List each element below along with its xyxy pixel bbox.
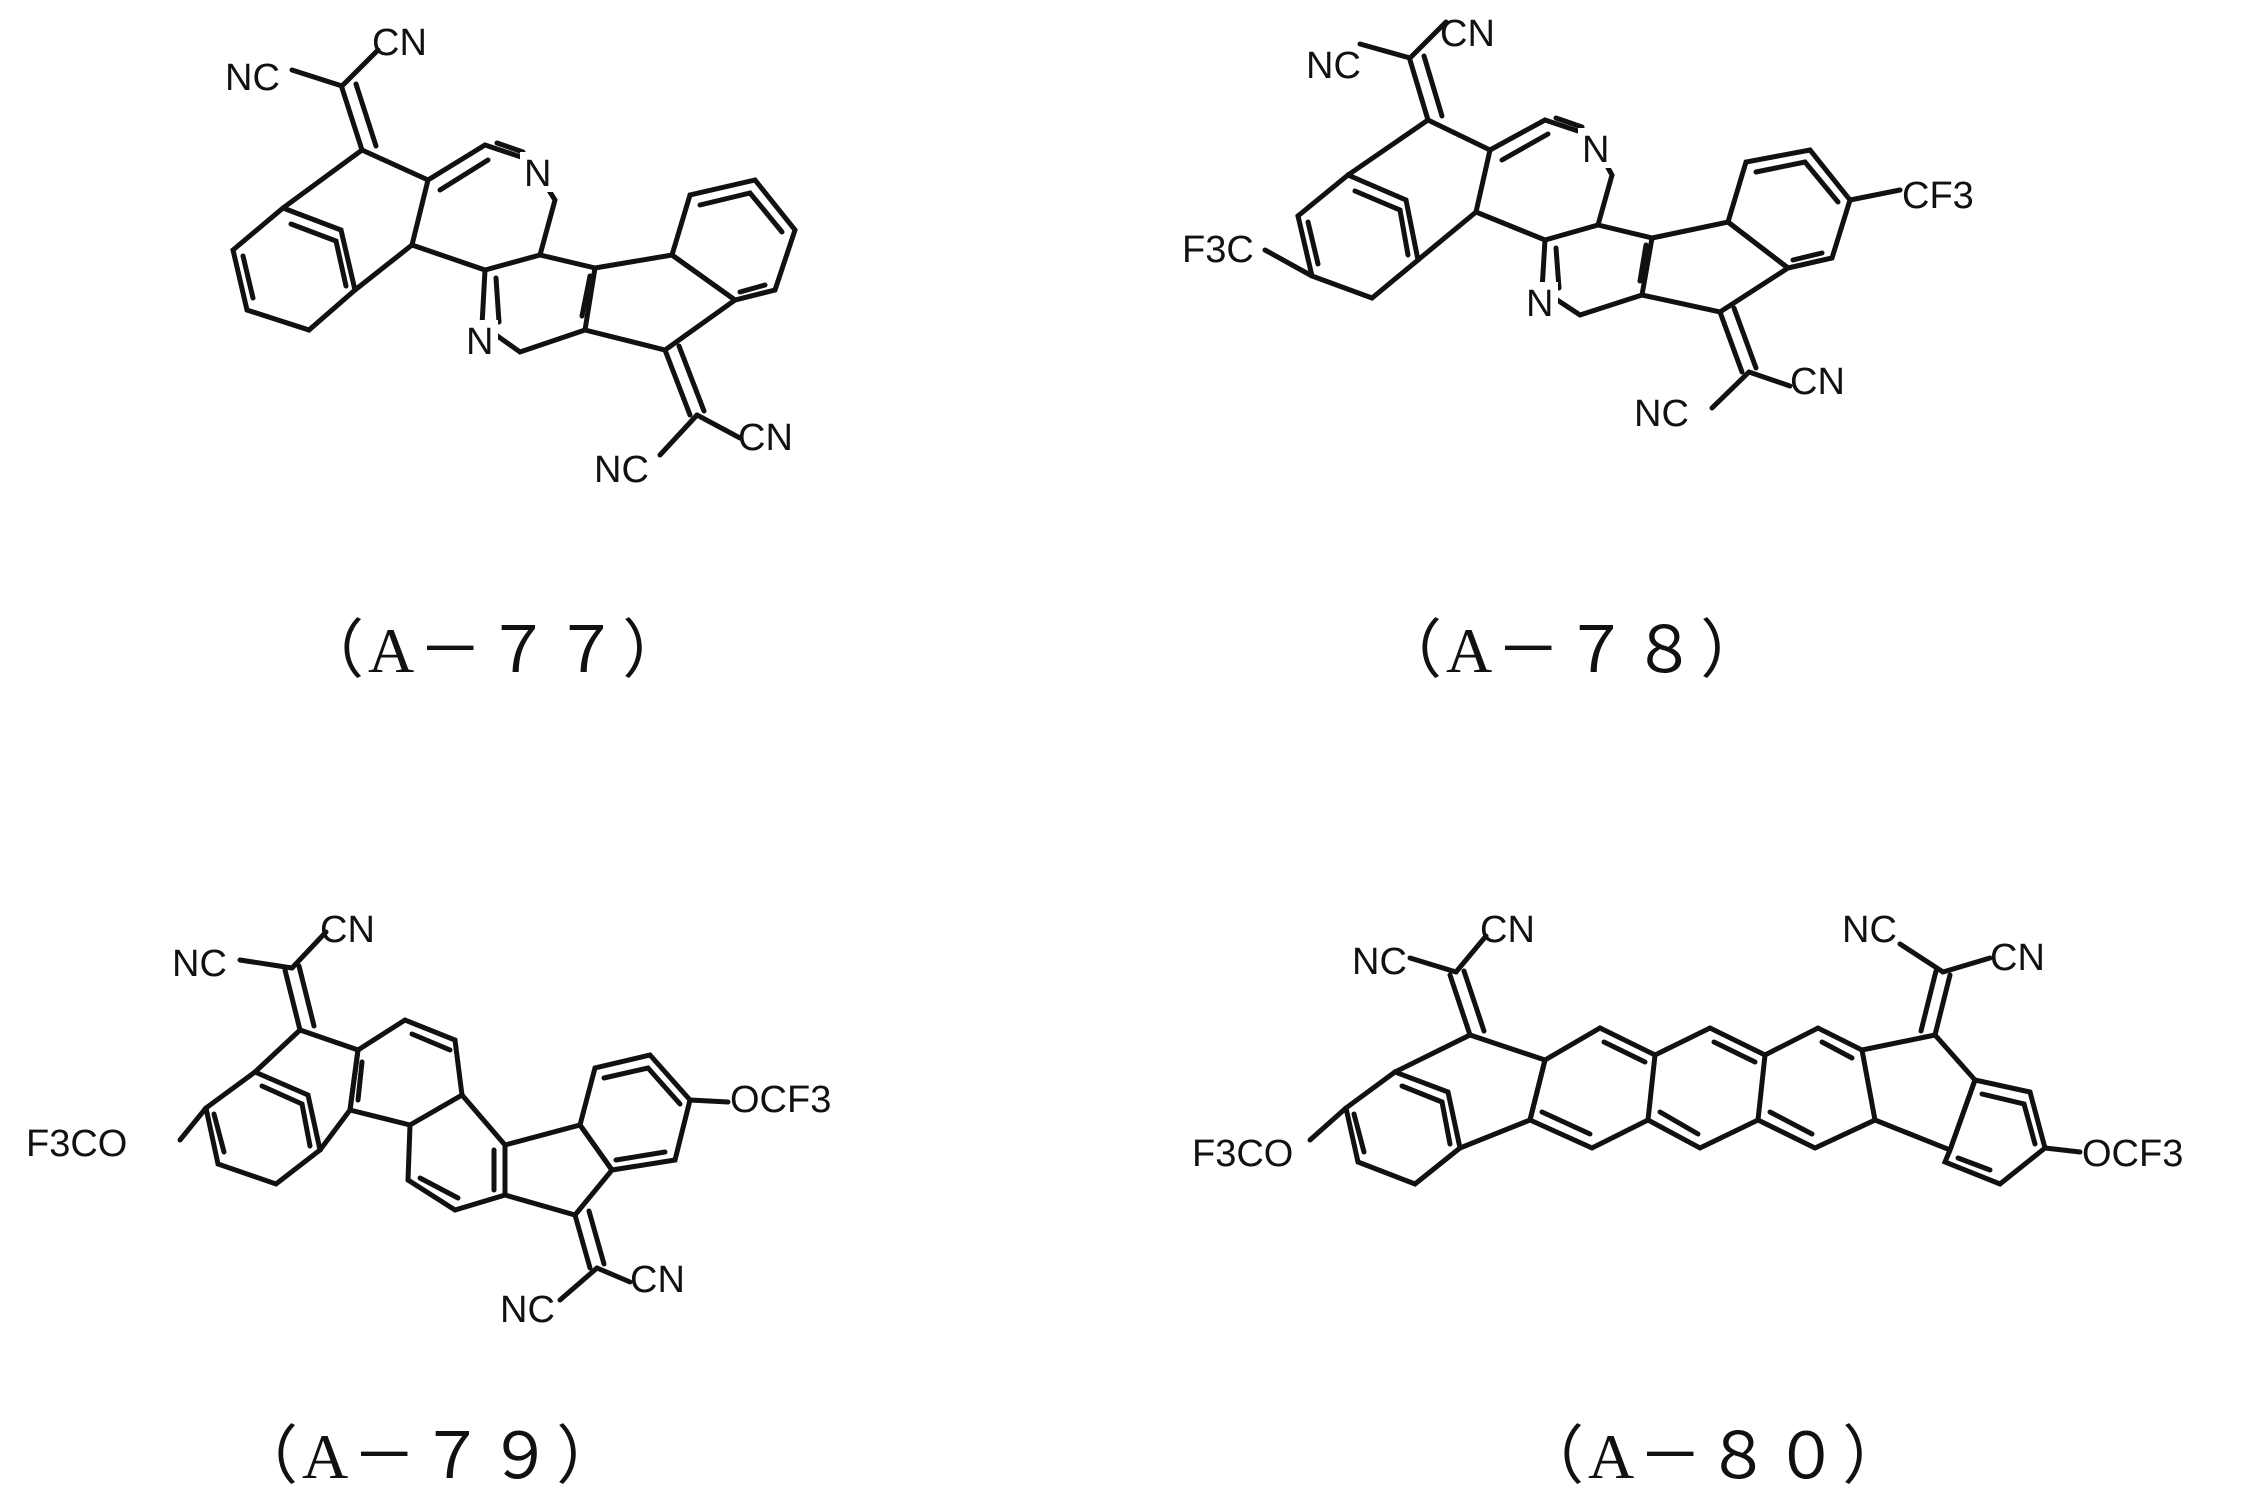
a78-caption: （A－７８） (1378, 615, 1768, 686)
a77-cn-bottom: CN (738, 417, 793, 459)
a80-cn-top-right: CN (1990, 937, 2045, 979)
a79-cn-top: CN (320, 909, 375, 951)
compound-a80: NC CN NC CN F3CO OCF3 （A－８０） (1192, 909, 2183, 1492)
a80-nc-top-right: NC (1842, 909, 1897, 951)
a78-nc-bottom: NC (1634, 393, 1689, 435)
a78-n2: N (1526, 283, 1553, 325)
a79-caption: （A－７９） (234, 1421, 624, 1492)
a79-atom-labels: NC CN F3CO OCF3 NC CN (26, 909, 831, 1331)
a79-right-sub: OCF3 (730, 1079, 831, 1121)
a80-left-sub: F3CO (1192, 1133, 1293, 1175)
a80-caption: （A－８０） (1520, 1421, 1910, 1492)
a77-n2: N (466, 321, 493, 363)
a77-cn-top: CN (372, 22, 427, 64)
a78-cn-top: CN (1440, 13, 1495, 55)
a77-nc-top: NC (225, 57, 280, 99)
a79-cn-bottom: CN (630, 1259, 685, 1301)
compound-a77: NC CN N N NC CN （A－７７） (225, 22, 795, 686)
a80-cn-top-left: CN (1480, 909, 1535, 951)
a78-nc-top: NC (1306, 45, 1361, 87)
a80-nc-top-left: NC (1352, 941, 1407, 983)
a80-skeleton (1310, 936, 2080, 1184)
a79-nc-top: NC (172, 943, 227, 985)
a79-skeleton (180, 932, 728, 1300)
compound-a78: NC CN N N NC CN F3C CF3 （A－７８） (1182, 13, 1974, 686)
a80-right-sub: OCF3 (2082, 1133, 2183, 1175)
a79-left-sub: F3CO (26, 1123, 127, 1165)
a79-nc-bottom: NC (500, 1289, 555, 1331)
a78-cn-bottom: CN (1790, 361, 1845, 403)
compound-a79: NC CN F3CO OCF3 NC CN （A－７９） (26, 909, 831, 1492)
a78-n1: N (1582, 129, 1609, 171)
a77-skeleton (233, 50, 795, 455)
a77-nc-bottom: NC (594, 449, 649, 491)
a77-n1: N (524, 153, 551, 195)
a78-left-sub: F3C (1182, 229, 1254, 271)
a78-right-sub: CF3 (1902, 175, 1974, 217)
a77-caption: （A－７７） (300, 615, 690, 686)
